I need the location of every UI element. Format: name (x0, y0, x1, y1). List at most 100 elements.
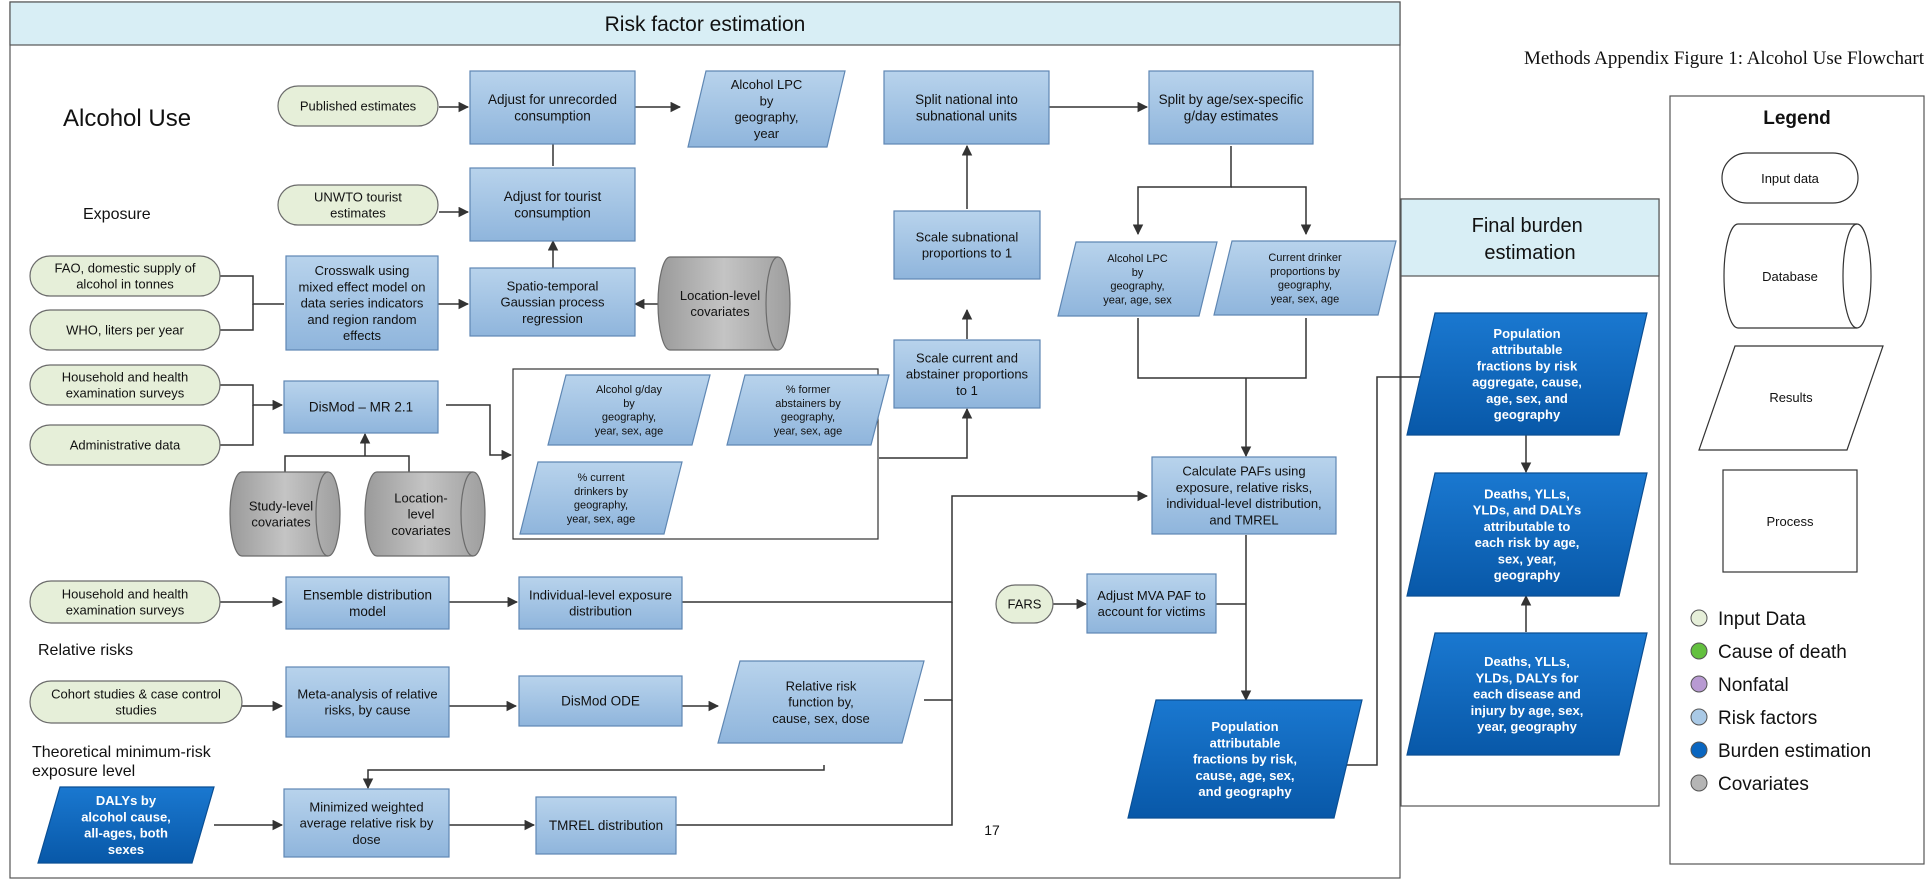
section-labels: Alcohol Use Exposure Relative risks Theo… (32, 105, 215, 780)
input-fars: FARS (995, 584, 1054, 624)
input-published: Published estimates (277, 85, 439, 127)
legend-color-item: Input Data (1690, 609, 1806, 630)
legend: Legend Input dataDatabaseResultsProcessI… (1690, 108, 1884, 795)
svg-text:Input Data: Input Data (1718, 609, 1806, 630)
relative-risks-label: Relative risks (38, 642, 133, 659)
svg-text:Cause of death: Cause of death (1718, 642, 1847, 663)
figure-caption: Methods Appendix Figure 1: Alcohol Use F… (1524, 48, 1925, 69)
page-number: 17 (984, 822, 1000, 838)
legend-process-shape: Process (1722, 469, 1858, 573)
process-dismod-mr: DisMod – MR 2.1 (283, 380, 439, 434)
svg-text:Covariates: Covariates (1718, 774, 1809, 795)
legend-results-shape: Results (1698, 345, 1884, 451)
final-burden-title: Final burden estimation (1472, 215, 1589, 264)
input-admin: Administrative data (29, 424, 221, 466)
process-dismod-mr-label: DisMod – MR 2.1 (309, 400, 413, 415)
svg-text:Process: Process (1767, 514, 1814, 529)
legend-color-item: Burden estimation (1690, 741, 1871, 762)
tmrel-label: Theoretical minimum-risk exposure level (32, 744, 215, 780)
svg-text:Nonfatal: Nonfatal (1718, 675, 1789, 696)
legend-database-shape: Database (1723, 223, 1872, 329)
alcohol-use-label: Alcohol Use (63, 105, 191, 132)
legend-color-item: Risk factors (1690, 708, 1817, 729)
risk-factor-title: Risk factor estimation (605, 13, 806, 36)
svg-text:Database: Database (1762, 269, 1818, 284)
process-dismod-ode-label: DisMod ODE (561, 694, 640, 709)
input-fars-label: FARS (1008, 597, 1042, 612)
process-tmrel-dist-label: TMREL distribution (549, 818, 663, 833)
legend-color-item: Nonfatal (1690, 675, 1789, 696)
connectors (214, 101, 1532, 831)
exposure-label: Exposure (83, 206, 151, 223)
legend-input-shape: Input data (1721, 152, 1859, 204)
input-published-label: Published estimates (300, 99, 417, 114)
svg-text:Burden estimation: Burden estimation (1718, 741, 1871, 762)
legend-color-item: Covariates (1690, 774, 1809, 795)
legend-title: Legend (1763, 108, 1831, 129)
svg-text:Results: Results (1769, 390, 1813, 405)
process-dismod-ode: DisMod ODE (518, 675, 683, 727)
